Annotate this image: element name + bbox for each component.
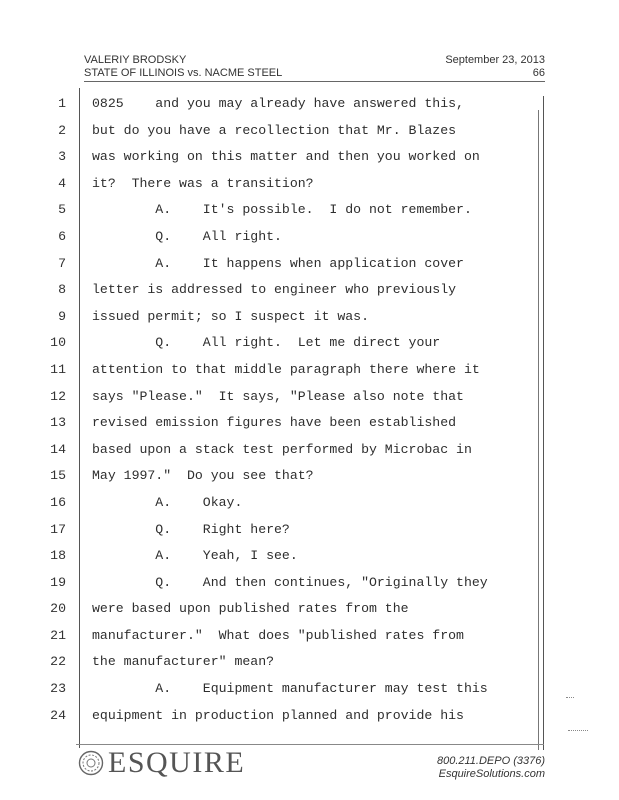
line-number: 14 xyxy=(50,441,66,457)
scan-artifact xyxy=(568,730,588,731)
line-number: 7 xyxy=(58,255,66,271)
line-number: 8 xyxy=(58,282,66,298)
line-text: the manufacturer" mean? xyxy=(92,654,275,670)
line-text: letter is addressed to engineer who prev… xyxy=(92,282,457,298)
transcript-line: 8 letter is addressed to engineer who pre… xyxy=(0,277,619,304)
page-number: 66 xyxy=(532,67,545,79)
transcript-line: 20 were based upon published rates from t… xyxy=(0,596,619,623)
line-text: A. It happens when application cover xyxy=(92,255,464,271)
line-number: 3 xyxy=(58,149,66,165)
transcript-line: 17 Q. Right here? xyxy=(0,517,619,544)
witness-name: VALERIY BRODSKY xyxy=(84,54,187,66)
footer-contact: 800.211.DEPO (3376) EsquireSolutions.com xyxy=(437,755,545,781)
transcript-line: 7 A. It happens when application cover xyxy=(0,251,619,278)
line-number: 9 xyxy=(58,308,66,324)
transcript-line: 5 A. It's possible. I do not remember. xyxy=(0,197,619,224)
line-number: 15 xyxy=(50,468,66,484)
line-text: revised emission figures have been estab… xyxy=(92,415,457,431)
line-number: 5 xyxy=(58,202,66,218)
line-text: issued permit; so I suspect it was. xyxy=(92,308,369,324)
esquire-logo: ESQUIRE xyxy=(78,748,245,778)
transcript-lines: 1 0825 and you may already have answered … xyxy=(0,91,619,729)
line-number: 16 xyxy=(50,494,66,510)
line-number: 18 xyxy=(50,548,66,564)
footer-phone: 800.211.DEPO (3376) xyxy=(436,755,545,767)
line-text: based upon a stack test performed by Mic… xyxy=(92,441,472,457)
line-text: equipment in production planned and prov… xyxy=(92,707,464,723)
header-left: VALERIY BRODSKY STATE OF ILLINOIS vs. NA… xyxy=(84,54,282,80)
line-text: Q. All right. xyxy=(92,228,282,244)
line-number: 24 xyxy=(50,707,66,723)
line-text: but do you have a recollection that Mr. … xyxy=(92,122,457,138)
transcript-line: 6 Q. All right. xyxy=(0,224,619,251)
header-right: September 23, 2013 66 xyxy=(445,54,545,80)
line-number: 17 xyxy=(50,521,66,537)
transcript-line: 12 says "Please." It says, "Please also n… xyxy=(0,384,619,411)
line-number: 11 xyxy=(50,361,66,377)
transcript-line: 14 based upon a stack test performed by M… xyxy=(0,437,619,464)
line-text: Q. All right. Let me direct your xyxy=(92,335,441,351)
esquire-seal-icon xyxy=(78,750,104,776)
line-text: attention to that middle paragraph there… xyxy=(92,361,480,377)
transcript-line: 3 was working on this matter and then you… xyxy=(0,144,619,171)
transcript-line: 16 A. Okay. xyxy=(0,490,619,517)
logo-wordmark: ESQUIRE xyxy=(108,746,246,779)
line-number: 23 xyxy=(50,681,66,697)
transcript-line: 24 equipment in production planned and pr… xyxy=(0,703,619,730)
line-text: Q. Right here? xyxy=(92,521,290,537)
transcript-line: 1 0825 and you may already have answered … xyxy=(0,91,619,118)
line-number: 1 xyxy=(58,96,66,111)
transcript-line: 2 but do you have a recollection that Mr.… xyxy=(0,118,619,145)
footer-divider xyxy=(76,744,544,745)
line-number: 13 xyxy=(50,415,66,431)
transcript-line: 23 A. Equipment manufacturer may test th… xyxy=(0,676,619,703)
right-margin-rule xyxy=(543,96,544,750)
transcript-line: 9 issued permit; so I suspect it was. xyxy=(0,304,619,331)
line-text: were based upon published rates from the xyxy=(92,601,409,617)
line-text: says "Please." It says, "Please also not… xyxy=(92,388,464,404)
line-text: May 1997." Do you see that? xyxy=(92,468,314,484)
line-text: manufacturer." What does "published rate… xyxy=(92,627,464,643)
line-number: 2 xyxy=(58,122,66,138)
transcript-line: 11 attention to that middle paragraph the… xyxy=(0,357,619,384)
line-number: 10 xyxy=(50,335,66,351)
scan-artifact xyxy=(566,697,574,698)
deposition-date: September 23, 2013 xyxy=(445,54,545,66)
line-text: Q. And then continues, "Originally they xyxy=(92,574,488,590)
case-caption: STATE OF ILLINOIS vs. NACME STEEL xyxy=(84,67,283,79)
line-number: 4 xyxy=(58,175,66,191)
header-divider xyxy=(84,81,545,82)
right-margin-inner-rule xyxy=(538,110,539,750)
line-number: 20 xyxy=(50,601,66,617)
transcript-line: 15 May 1997." Do you see that? xyxy=(0,463,619,490)
line-number: 12 xyxy=(50,388,66,404)
line-number: 6 xyxy=(58,228,66,244)
line-text: A. It's possible. I do not remember. xyxy=(92,202,472,218)
line-text: was working on this matter and then you … xyxy=(92,149,480,165)
transcript-line: 18 A. Yeah, I see. xyxy=(0,543,619,570)
transcript-line: 21 manufacturer." What does "published ra… xyxy=(0,623,619,650)
footer-website: EsquireSolutions.com xyxy=(438,768,545,780)
line-text: A. Equipment manufacturer may test this xyxy=(92,681,488,697)
transcript-line: 4 it? There was a transition? xyxy=(0,171,619,198)
line-text: A. Okay. xyxy=(92,494,243,510)
line-text: A. Yeah, I see. xyxy=(92,548,298,564)
line-number: 22 xyxy=(50,654,66,670)
line-text: 0825 and you may already have answered t… xyxy=(92,96,464,111)
transcript-line: 10 Q. All right. Let me direct your xyxy=(0,330,619,357)
line-number: 21 xyxy=(50,627,66,643)
transcript-line: 22 the manufacturer" mean? xyxy=(0,649,619,676)
line-text: it? There was a transition? xyxy=(92,175,314,191)
left-margin-rule xyxy=(79,88,80,748)
transcript-line: 19 Q. And then continues, "Originally th… xyxy=(0,570,619,597)
transcript-line: 13 revised emission figures have been est… xyxy=(0,410,619,437)
line-number: 19 xyxy=(50,574,66,590)
